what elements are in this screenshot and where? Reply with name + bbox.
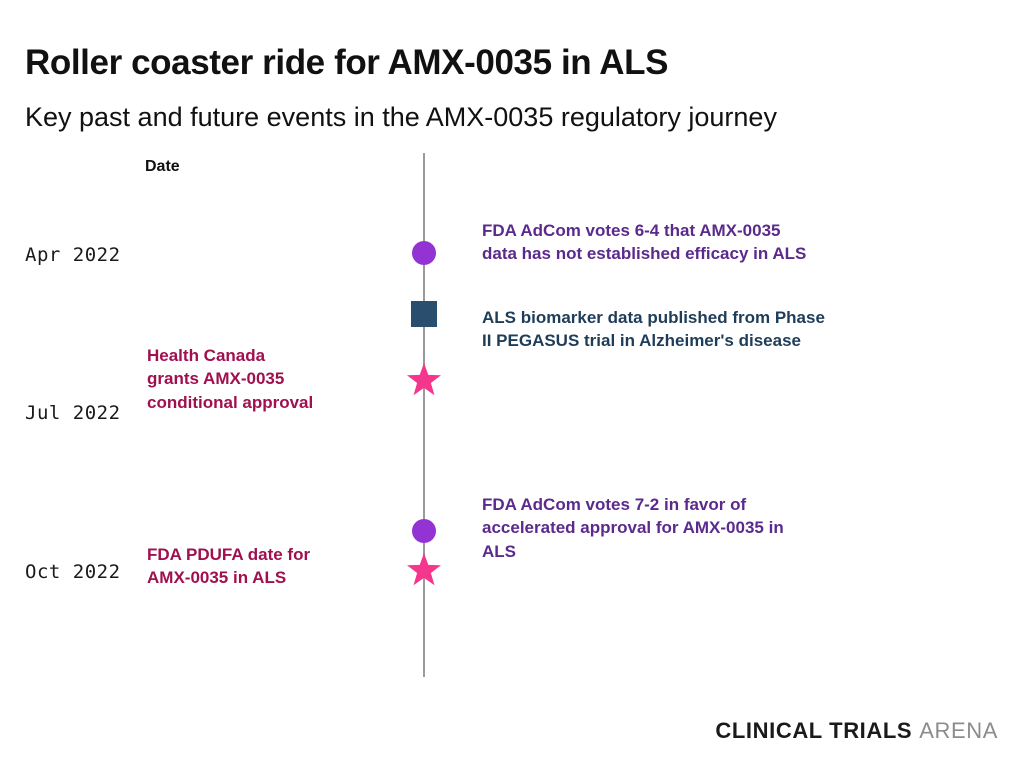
star-icon	[407, 553, 441, 586]
event-line: AMX-0035 in ALS	[147, 568, 287, 588]
timeline-marker-star-health-canada[interactable]	[406, 362, 442, 398]
event-label-fda-adcom-7-2: FDA AdCom votes 7-2 in favor of accelera…	[482, 493, 784, 563]
event-label-als-biomarker-pegasus: ALS biomarker data published from Phase …	[482, 306, 825, 353]
axis-tick-label-oct-2022: Oct 2022	[25, 561, 121, 583]
star-icon	[407, 363, 441, 396]
page-title: Roller coaster ride for AMX-0035 in ALS	[25, 43, 669, 82]
event-line: conditional approval	[147, 392, 314, 412]
event-line: ALS biomarker data published from Phase	[482, 308, 825, 327]
event-line: FDA PDUFA date for	[147, 545, 311, 564]
timeline-axis-line	[423, 153, 425, 677]
timeline-marker-square-als-biomarker[interactable]	[411, 301, 437, 327]
brand-logo-secondary: ARENA	[919, 718, 998, 743]
event-label-fda-pdufa-date: FDA PDUFA date for AMX-0035 in ALS	[147, 543, 357, 590]
page-subtitle: Key past and future events in the AMX-00…	[25, 102, 777, 132]
event-line: data has not established efficacy in ALS	[482, 244, 807, 264]
square-icon	[411, 301, 437, 327]
date-column-header: Date	[145, 158, 180, 175]
axis-tick-label-apr-2022: Apr 2022	[25, 244, 121, 266]
event-line: FDA AdCom votes 6-4 that AMX-0035	[482, 221, 781, 240]
circle-icon	[412, 241, 436, 265]
event-line: II PEGASUS trial in Alzheimer's disease	[482, 331, 801, 351]
event-line: ALS	[482, 541, 516, 561]
event-line: Health Canada	[147, 346, 266, 365]
event-label-fda-adcom-6-4: FDA AdCom votes 6-4 that AMX-0035 data h…	[482, 219, 806, 266]
event-line: accelerated approval for AMX-0035 in	[482, 518, 784, 538]
brand-logo: CLINICAL TRIALS ARENA	[715, 718, 998, 744]
brand-logo-primary: CLINICAL TRIALS	[715, 718, 913, 743]
timeline-marker-circle-fda-adcom-7-2[interactable]	[412, 519, 436, 543]
event-label-health-canada-approval: Health Canada grants AMX-0035 conditiona…	[147, 344, 357, 414]
circle-icon	[412, 519, 436, 543]
event-line: grants AMX-0035	[147, 369, 285, 389]
event-line: FDA AdCom votes 7-2 in favor of	[482, 495, 747, 514]
timeline-marker-circle-fda-adcom-6-4[interactable]	[412, 241, 436, 265]
timeline-marker-star-fda-pdufa[interactable]	[406, 552, 442, 588]
axis-tick-label-jul-2022: Jul 2022	[25, 402, 121, 424]
